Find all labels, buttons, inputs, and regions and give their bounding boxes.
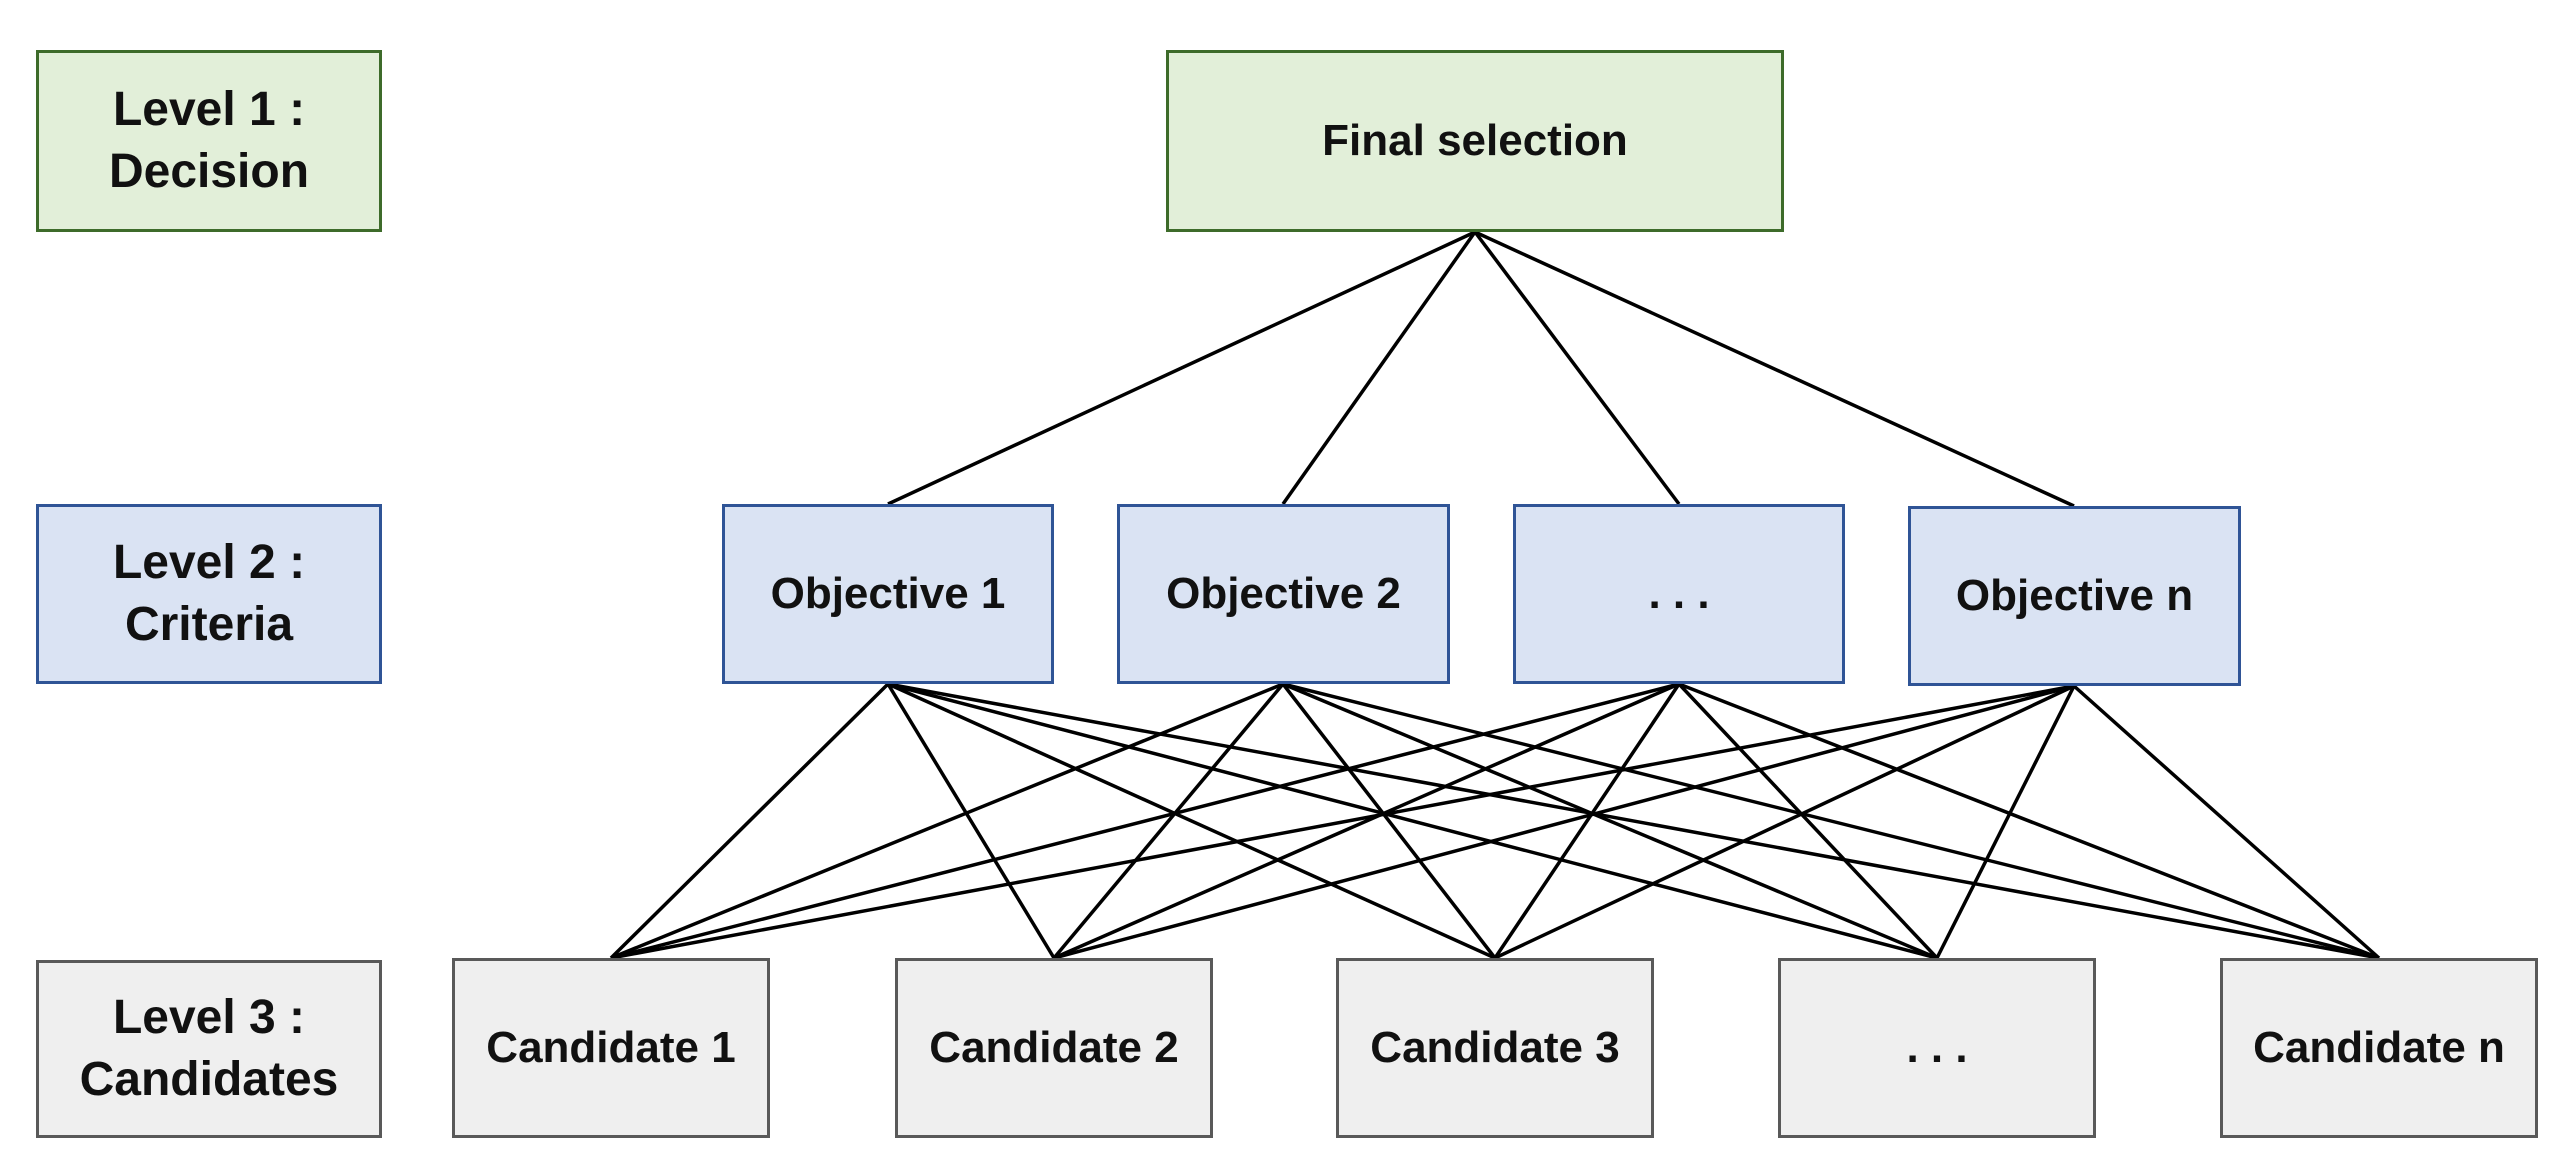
objective-node-1: Objective 1 — [722, 504, 1054, 684]
objective-label: . . . — [1648, 569, 1710, 619]
level-2-line2: Criteria — [124, 598, 294, 651]
connector-decision-to-objective-3 — [1473, 230, 1681, 506]
connector-objective-2-to-candidate-2 — [1052, 682, 1285, 960]
connector-objective-3-to-candidate-5 — [1678, 682, 2380, 960]
connector-objective-4-to-candidate-4 — [1935, 685, 2076, 959]
level-1-line2: Decision — [108, 145, 310, 198]
candidate-node-n: Candidate n — [2220, 958, 2538, 1138]
candidate-label: Candidate 1 — [486, 1023, 736, 1073]
connector-objective-3-to-candidate-1 — [610, 682, 1680, 960]
connector-objective-2-to-candidate-4 — [1282, 682, 1938, 960]
candidate-node-ellipsis: . . . — [1778, 958, 2096, 1138]
connector-decision-to-objective-1 — [887, 230, 1476, 506]
level-3-line1: Level 3 : — [112, 990, 306, 1044]
connector-objective-3-to-candidate-2 — [1053, 682, 1680, 960]
connector-decision-to-objective-4 — [1474, 230, 2075, 508]
connector-objective-1-to-candidate-4 — [887, 682, 1938, 960]
level-1-line1: Level 1 : — [112, 82, 306, 136]
final-selection-label: Final selection — [1322, 116, 1628, 166]
connector-objective-4-to-candidate-1 — [610, 684, 2075, 960]
objective-node-ellipsis: . . . — [1513, 504, 1845, 684]
level-2-line1: Level 2 : — [112, 535, 306, 589]
connector-objective-1-to-candidate-2 — [886, 683, 1056, 959]
objective-node-n: Objective n — [1908, 506, 2241, 686]
candidate-node-2: Candidate 2 — [895, 958, 1213, 1138]
connector-objective-2-to-candidate-5 — [1282, 682, 2380, 960]
level-1-decision-label: Level 1 : Decision — [36, 50, 382, 232]
level-2-criteria-label: Level 2 : Criteria — [36, 504, 382, 684]
level-3-candidates-label: Level 3 : Candidates — [36, 960, 382, 1138]
level-3-line2: Candidates — [79, 1053, 339, 1106]
candidate-label: Candidate 2 — [929, 1023, 1179, 1073]
candidate-label: Candidate 3 — [1370, 1023, 1620, 1073]
connector-objective-4-to-candidate-2 — [1053, 684, 2075, 960]
connector-objective-1-to-candidate-3 — [887, 682, 1496, 960]
objective-node-2: Objective 2 — [1117, 504, 1450, 684]
connector-decision-to-objective-2 — [1281, 230, 1477, 506]
candidate-label: . . . — [1906, 1023, 1968, 1073]
connector-objective-3-to-candidate-4 — [1677, 682, 1939, 960]
candidate-label: Candidate n — [2253, 1023, 2505, 1073]
objective-label: Objective n — [1955, 571, 2194, 621]
connector-objective-4-to-candidate-5 — [2072, 684, 2381, 960]
connector-objective-1-to-candidate-5 — [887, 682, 2380, 960]
connector-objective-1-to-candidate-1 — [609, 682, 890, 960]
objective-label: Objective 2 — [1166, 569, 1401, 619]
connector-objective-3-to-candidate-3 — [1493, 683, 1681, 959]
final-selection-node: Final selection — [1166, 50, 1784, 232]
candidate-node-3: Candidate 3 — [1336, 958, 1654, 1138]
objective-label: Objective 1 — [770, 569, 1006, 619]
candidate-node-1: Candidate 1 — [452, 958, 770, 1138]
connector-objective-4-to-candidate-3 — [1494, 684, 2075, 960]
connector-objective-2-to-candidate-1 — [610, 682, 1284, 960]
connector-objective-2-to-candidate-3 — [1281, 682, 1497, 960]
